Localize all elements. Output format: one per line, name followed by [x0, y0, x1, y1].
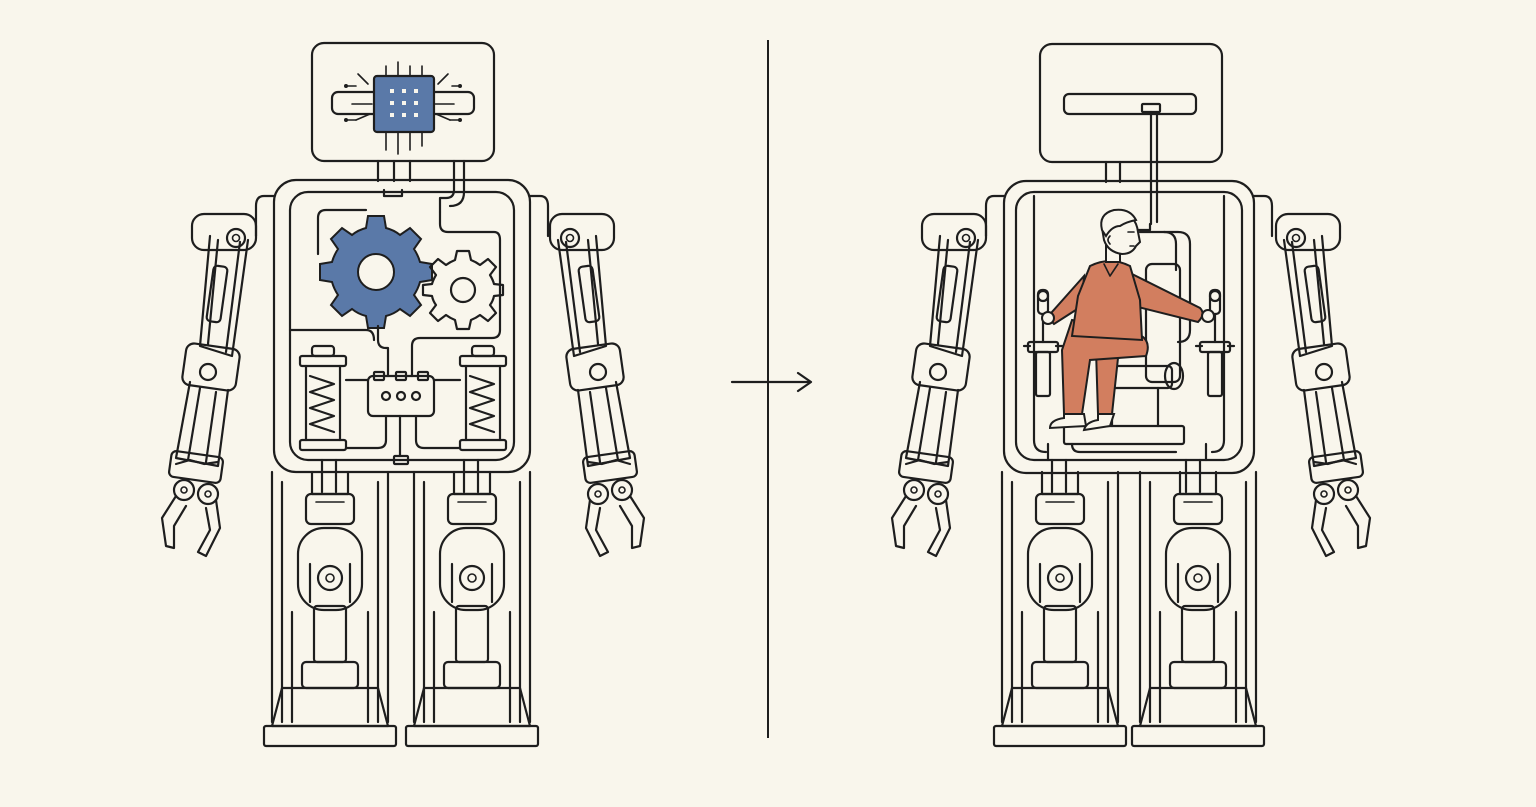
robot-head — [310, 41, 496, 163]
gear-icon — [421, 249, 505, 331]
human-pilot-icon — [1041, 208, 1215, 432]
joystick-icon — [1194, 288, 1236, 398]
robot-torso — [272, 178, 532, 474]
spring-icon — [298, 344, 348, 452]
spring-icon — [458, 344, 508, 452]
robot-torso — [1002, 179, 1256, 475]
robot-head — [1038, 42, 1224, 164]
gear-icon — [319, 215, 433, 329]
junction-box-icon — [344, 370, 462, 466]
right-arrow-icon — [730, 371, 813, 393]
robot-before — [160, 41, 644, 748]
head-slot — [1062, 92, 1198, 116]
cpu-chip-icon — [344, 61, 462, 155]
robot-after — [890, 42, 1370, 748]
